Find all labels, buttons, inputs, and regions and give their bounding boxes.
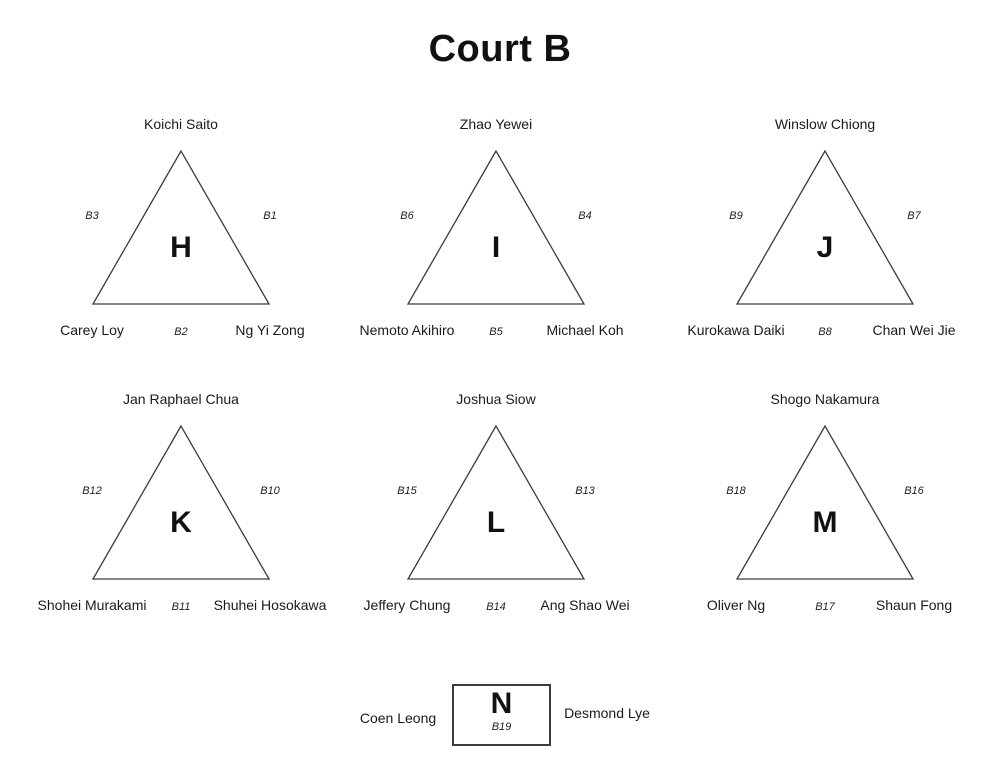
bottom-right-player-name: Ng Yi Zong (235, 322, 305, 338)
group-letter: I (491, 231, 501, 264)
page-title: Court B (428, 28, 572, 70)
edge-label-left: B12 (82, 485, 102, 497)
edge-label-right: B16 (904, 485, 924, 497)
edge-label-right: B10 (260, 485, 280, 497)
bottom-right-player-name: Shuhei Hosokawa (213, 597, 327, 613)
edge-label-bottom: B14 (486, 601, 506, 613)
bottom-left-player-name: Oliver Ng (706, 597, 766, 613)
group-letter: K (170, 506, 192, 539)
triangle-outline (91, 149, 271, 305)
group-panel-i: Zhao Yewei I B6 B4 Nemoto Akihiro B5 Mic… (341, 110, 651, 350)
top-player-name: Koichi Saito (144, 116, 218, 132)
final-group-box: N B19 (452, 684, 551, 746)
triangle-outline (91, 424, 271, 580)
bottom-left-player-name: Jeffery Chung (363, 597, 451, 613)
top-player-name: Jan Raphael Chua (123, 391, 239, 407)
group-panel-k: Jan Raphael Chua K B12 B10 Shohei Muraka… (26, 385, 336, 625)
group-letter: M (812, 506, 838, 539)
group-panel-l: Joshua Siow L B15 B13 Jeffery Chung B14 … (341, 385, 651, 625)
bottom-left-player-name: Kurokawa Daiki (687, 322, 785, 338)
edge-label-bottom: B17 (815, 601, 835, 613)
top-player-name: Winslow Chiong (774, 116, 876, 132)
top-player-name: Zhao Yewei (459, 116, 533, 132)
edge-label-right: B1 (263, 210, 277, 222)
bottom-left-player-name: Carey Loy (60, 322, 124, 338)
triangle-outline (735, 149, 915, 305)
bottom-left-player-name: Nemoto Akihiro (359, 322, 455, 338)
edge-label-left: B3 (85, 210, 99, 222)
triangle-outline (406, 424, 586, 580)
final-left-player-name: Coen Leong (359, 710, 437, 726)
final-right-player-name: Desmond Lye (564, 705, 650, 721)
edge-label-left: B15 (397, 485, 417, 497)
edge-label-right: B7 (907, 210, 921, 222)
edge-label-right: B4 (578, 210, 592, 222)
edge-label-bottom: B8 (818, 326, 832, 338)
bottom-right-player-name: Shaun Fong (875, 597, 953, 613)
bottom-right-player-name: Chan Wei Jie (872, 322, 956, 338)
top-player-name: Joshua Siow (456, 391, 536, 407)
bottom-left-player-name: Shohei Murakami (37, 597, 147, 613)
edge-label-bottom: B11 (171, 601, 191, 613)
final-group-letter: N (490, 687, 513, 720)
group-letter: J (816, 231, 834, 264)
bottom-right-player-name: Michael Koh (546, 322, 624, 338)
edge-label-bottom: B2 (174, 326, 188, 338)
triangle-outline (406, 149, 586, 305)
edge-label-right: B13 (575, 485, 595, 497)
group-letter: H (170, 231, 192, 264)
edge-label-left: B18 (726, 485, 746, 497)
top-player-name: Shogo Nakamura (770, 391, 880, 407)
group-letter: L (486, 506, 506, 539)
edge-label-bottom: B5 (489, 326, 503, 338)
bottom-right-player-name: Ang Shao Wei (540, 597, 630, 613)
group-panel-h: Koichi Saito H B3 B1 Carey Loy B2 Ng Yi … (26, 110, 336, 350)
group-panel-j: Winslow Chiong J B9 B7 Kurokawa Daiki B8… (670, 110, 980, 350)
group-panel-m: Shogo Nakamura M B18 B16 Oliver Ng B17 S… (670, 385, 980, 625)
final-edge-label: B19 (491, 721, 512, 733)
edge-label-left: B9 (729, 210, 743, 222)
triangle-outline (735, 424, 915, 580)
edge-label-left: B6 (400, 210, 414, 222)
